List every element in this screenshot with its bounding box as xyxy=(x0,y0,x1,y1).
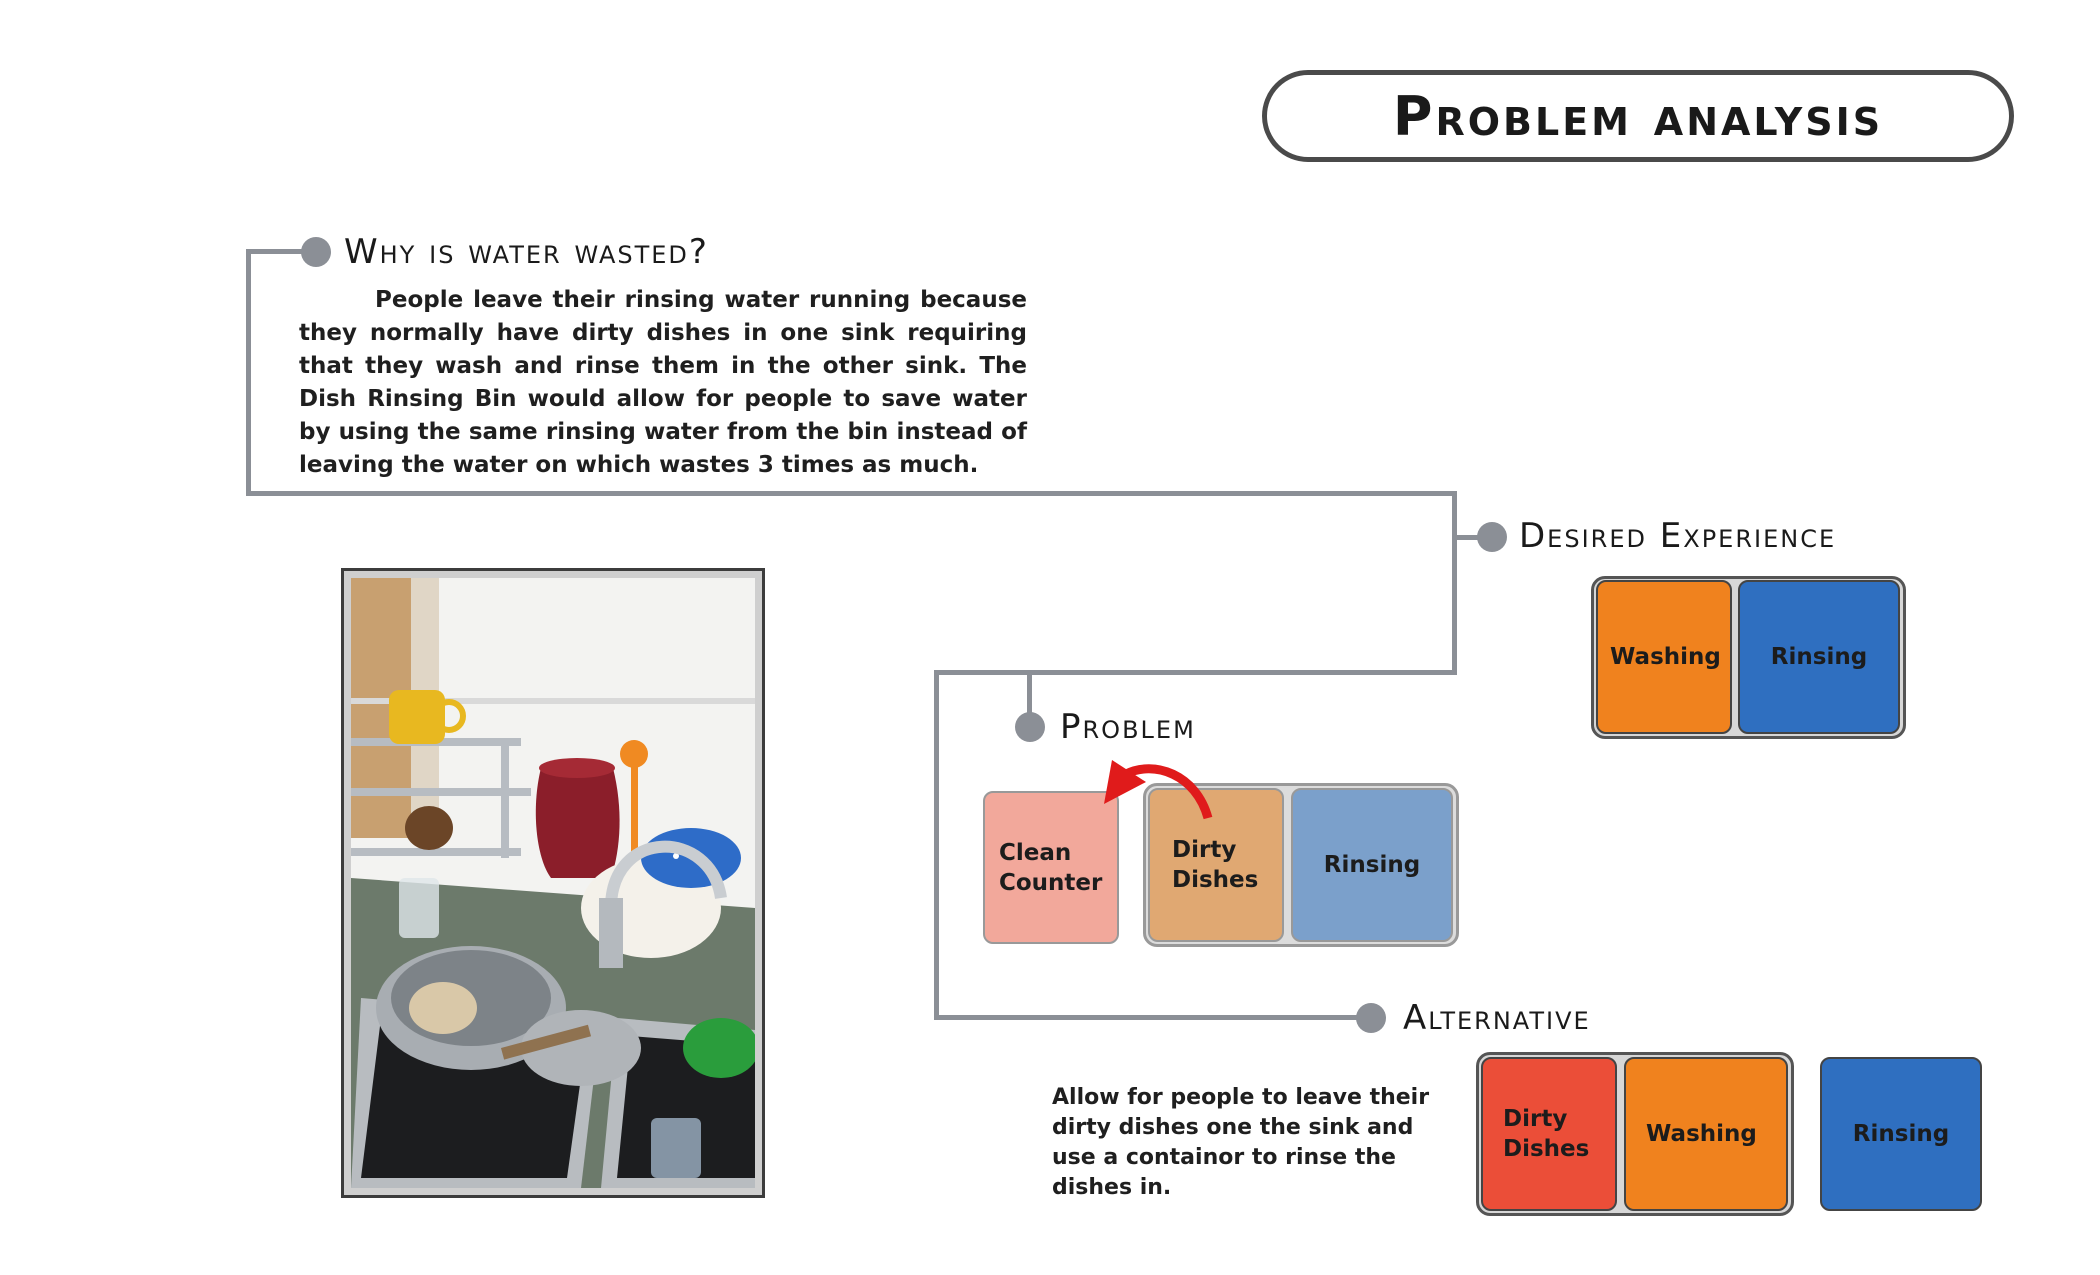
block-label: Rinsing xyxy=(1852,1121,1950,1147)
problem-heading: Problem xyxy=(1060,707,1196,747)
connector-line xyxy=(1452,535,1492,540)
block-label: Rinsing xyxy=(1323,852,1421,878)
problem-rinsing-block: Rinsing xyxy=(1291,788,1453,942)
block-label: Dirty Dishes xyxy=(1172,837,1259,893)
connector-line xyxy=(246,249,308,254)
move-arrow xyxy=(1104,760,1213,820)
block-label: Washing xyxy=(1610,644,1721,670)
connector-line xyxy=(1027,670,1032,722)
arrow-head xyxy=(1104,760,1146,804)
alternative-washing-block: Washing xyxy=(1624,1057,1788,1211)
connector-line xyxy=(934,1015,1364,1020)
why-paragraph: People leave their rinsing water running… xyxy=(299,287,1027,478)
block-label: Washing xyxy=(1646,1121,1757,1147)
alternative-heading: Alternative xyxy=(1403,998,1591,1038)
connector-line xyxy=(246,491,1457,496)
problem-counter-block: Clean Counter xyxy=(983,791,1119,944)
section-bullet xyxy=(1356,1003,1386,1033)
desired-heading: Desired Experience xyxy=(1519,516,1837,556)
arrow-curve xyxy=(1123,764,1213,820)
problem-dirty-block: Dirty Dishes xyxy=(1148,788,1284,942)
connector-line xyxy=(934,670,939,1020)
page-title: Problem analysis xyxy=(1262,70,2014,162)
connector-line xyxy=(246,249,251,495)
alternative-dirty-block: Dirty Dishes xyxy=(1481,1057,1617,1211)
block-label: Clean Counter xyxy=(999,839,1103,896)
sink-photo-image xyxy=(351,578,755,1188)
alternative-rinsing-block: Rinsing xyxy=(1820,1057,1982,1211)
desired-rinsing-block: Rinsing xyxy=(1738,580,1900,734)
section-bullet xyxy=(301,237,331,267)
connector-line xyxy=(934,670,1457,675)
connector-line xyxy=(1452,491,1457,675)
block-label: Dirty Dishes xyxy=(1503,1106,1590,1162)
sink-photo xyxy=(341,568,765,1198)
dirty-dishes-illustration xyxy=(351,578,755,1188)
section-bullet xyxy=(1477,522,1507,552)
section-bullet xyxy=(1015,712,1045,742)
block-label: Rinsing xyxy=(1770,644,1868,670)
alternative-paragraph: Allow for people to leave their dirty di… xyxy=(1052,1085,1430,1200)
desired-washing-block: Washing xyxy=(1596,580,1732,734)
why-heading: Why is water wasted? xyxy=(344,232,709,272)
